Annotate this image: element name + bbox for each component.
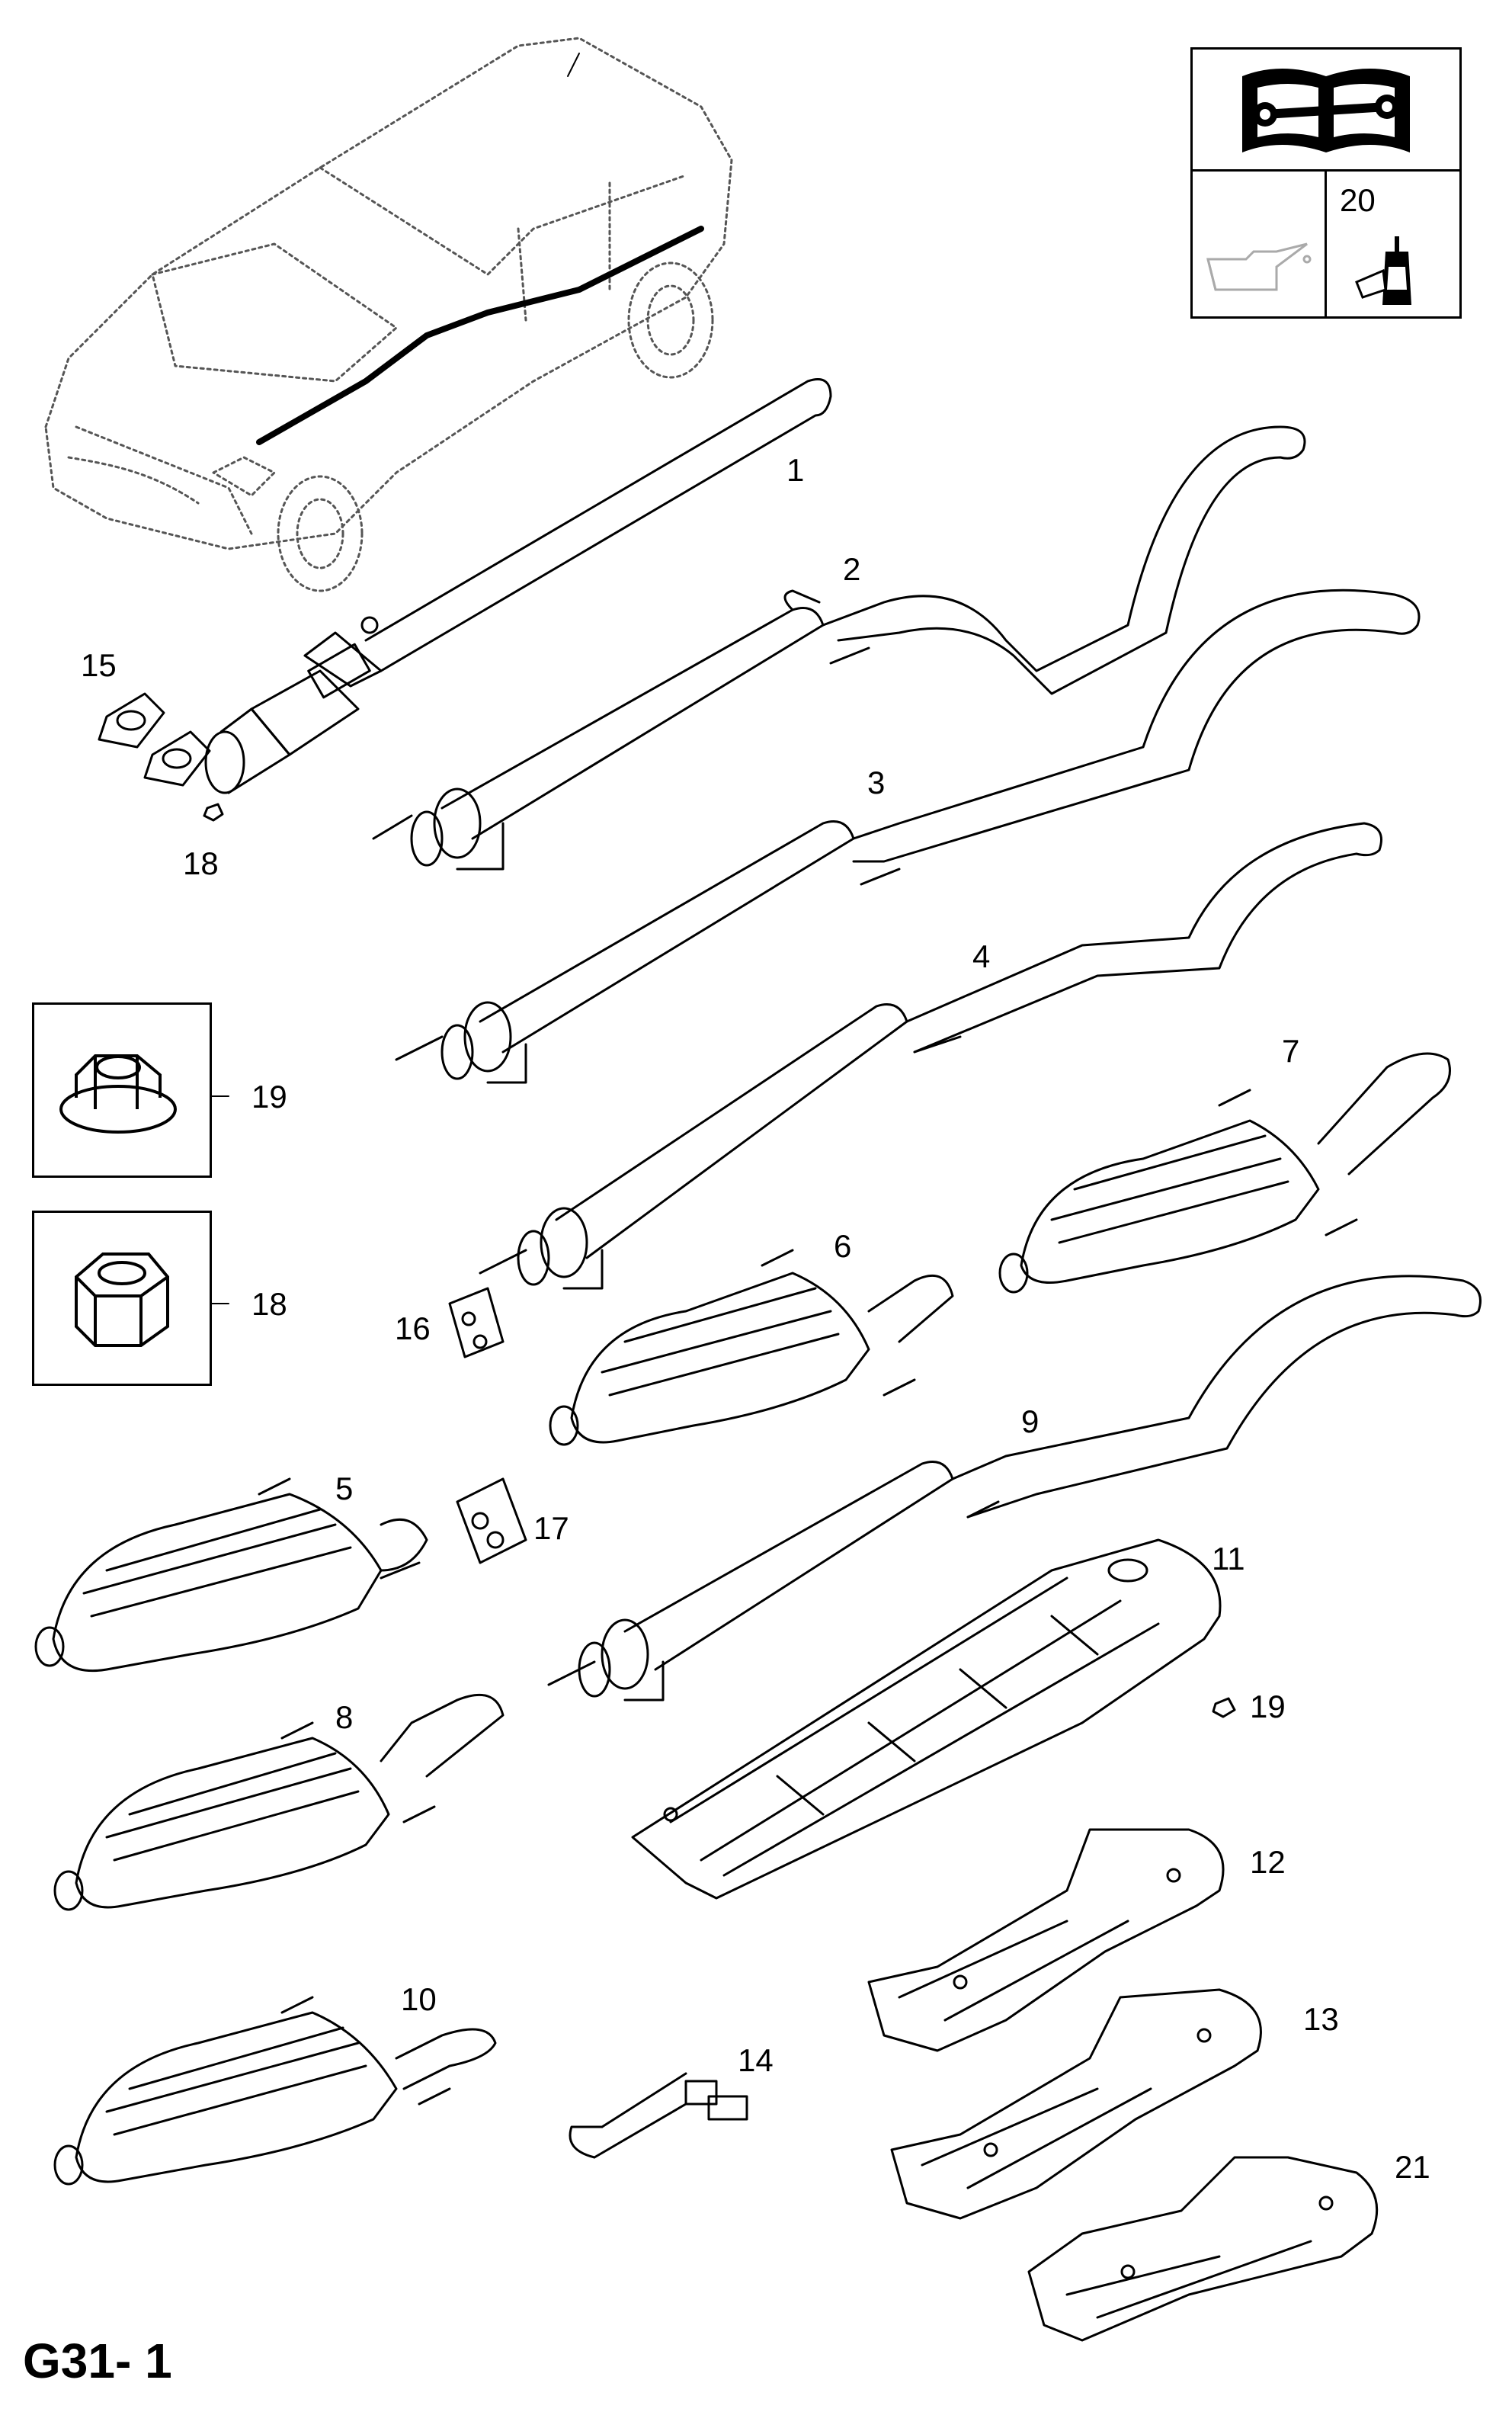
info-box-divider-v [1325, 169, 1327, 319]
callout-5: 5 [335, 1471, 354, 1506]
part-4-middle-silencer [479, 822, 1382, 1290]
part-15-gasket [98, 692, 165, 749]
part-18-small-nut [203, 803, 224, 822]
callout-20: 20 [1340, 182, 1376, 218]
flange-nut-icon [59, 1054, 177, 1134]
callout-11: 11 [1212, 1541, 1245, 1576]
callout-7: 7 [1282, 1033, 1300, 1069]
callout-15: 15 [81, 647, 117, 683]
callout-3: 3 [867, 765, 886, 800]
part-5-rear-silencer [34, 1477, 428, 1673]
callout-4: 4 [972, 938, 991, 974]
part-14-mounting-clip [569, 2072, 748, 2159]
part-1-front-pipe [204, 378, 832, 794]
page-id: G31- 1 [23, 2333, 172, 2388]
callout-18: 18 [183, 845, 219, 881]
callout-19: 19 [1250, 1689, 1286, 1724]
part-13-heat-shield [890, 1988, 1262, 2220]
part-19-small-nut [1212, 1697, 1236, 1718]
oil-can-icon [1206, 242, 1312, 291]
detail-box-flange-nut [32, 1002, 212, 1178]
sealant-bottle-icon [1355, 236, 1411, 305]
part-16-rubber-hanger [448, 1287, 505, 1358]
part-10-rear-silencer [53, 1996, 497, 2186]
car-illustration [44, 37, 733, 592]
callout-2: 2 [843, 551, 861, 587]
part-9-middle-silencer [547, 1275, 1482, 1702]
callout-21: 21 [1395, 2149, 1430, 2185]
part-17-rubber-hanger [456, 1477, 527, 1564]
callout-6: 6 [834, 1228, 852, 1264]
callout-9: 9 [1021, 1403, 1040, 1439]
part-11-heat-shield [631, 1538, 1222, 1900]
part-7-rear-silencer [998, 1052, 1451, 1294]
part-21-heat-shield [1027, 2156, 1379, 2342]
callout-17: 17 [533, 1510, 569, 1546]
detail-box-hex-nut [32, 1211, 212, 1386]
callout-19-detail: 19 [251, 1079, 287, 1115]
part-2-middle-silencer [372, 425, 1306, 871]
part-8-rear-silencer [53, 1693, 505, 1911]
callout-13: 13 [1303, 2001, 1339, 2037]
hex-nut-icon [75, 1253, 169, 1347]
part-3-middle-silencer [395, 589, 1421, 1084]
part-6-rear-silencer [549, 1249, 954, 1446]
part-15-flange [143, 730, 211, 787]
callout-16: 16 [395, 1310, 431, 1346]
callout-12: 12 [1250, 1844, 1286, 1880]
part-12-heat-shield [867, 1828, 1225, 2052]
callout-10: 10 [401, 1981, 437, 2017]
callout-8: 8 [335, 1699, 354, 1735]
callout-leader-lines [205, 53, 580, 1304]
manual-wrench-icon [1242, 69, 1410, 152]
callout-18-detail: 18 [251, 1286, 287, 1322]
exhaust-route-on-car [256, 226, 704, 445]
callout-14: 14 [738, 2042, 774, 2078]
callout-1: 1 [786, 452, 805, 488]
